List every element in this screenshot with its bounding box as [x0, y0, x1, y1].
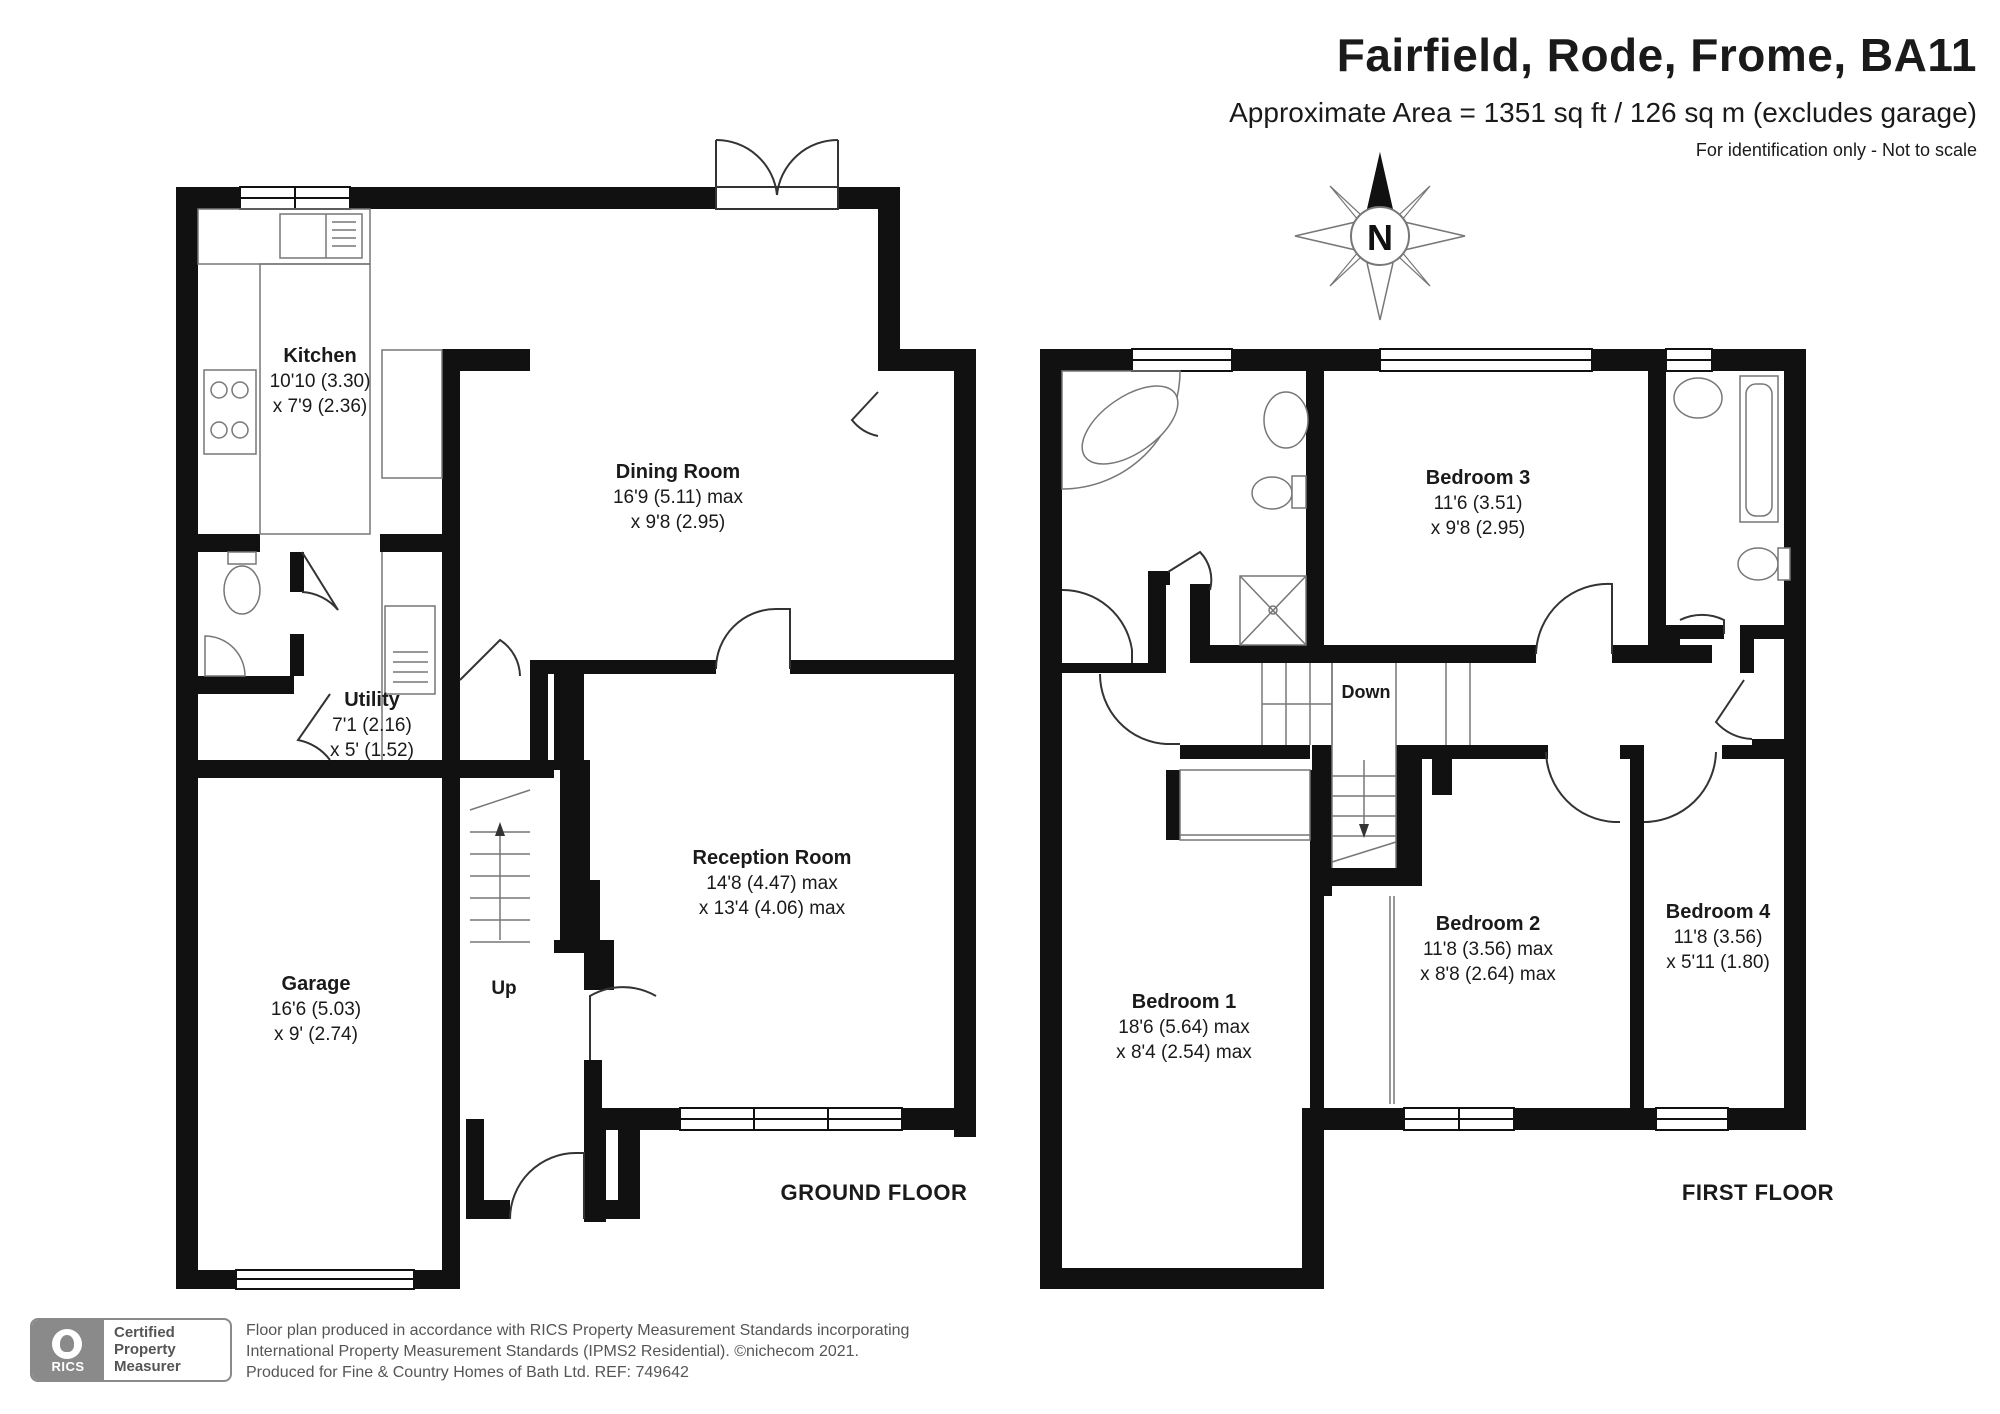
ground-floor-label: GROUND FLOOR	[781, 1180, 968, 1205]
svg-text:10'10 (3.30): 10'10 (3.30)	[270, 371, 371, 392]
label-bedroom-3: Bedroom 3 11'6 (3.51) x 9'8 (2.95)	[1426, 467, 1530, 539]
svg-text:Kitchen: Kitchen	[283, 345, 356, 367]
footer-line-3: Produced for Fine & Country Homes of Bat…	[246, 1364, 689, 1381]
svg-text:x 9'8 (2.95): x 9'8 (2.95)	[1431, 518, 1525, 539]
svg-text:11'8 (3.56): 11'8 (3.56)	[1674, 927, 1763, 948]
svg-text:Garage: Garage	[282, 973, 351, 995]
label-reception-room: Reception Room 14'8 (4.47) max x 13'4 (4…	[693, 847, 852, 919]
badge-line-2: Property	[114, 1341, 176, 1358]
badge-text: Certified Property Measurer	[104, 1320, 181, 1380]
svg-text:11'6 (3.51): 11'6 (3.51)	[1434, 493, 1523, 514]
label-bedroom-4: Bedroom 4 11'8 (3.56) x 5'11 (1.80)	[1666, 901, 1771, 973]
svg-text:x 7'9 (2.36): x 7'9 (2.36)	[273, 396, 367, 417]
first-floor-doors	[1061, 550, 1753, 823]
label-dining-room: Dining Room 16'9 (5.11) max x 9'8 (2.95)	[613, 461, 744, 533]
svg-text:Bedroom 1: Bedroom 1	[1132, 991, 1236, 1013]
svg-text:x 8'8 (2.64) max: x 8'8 (2.64) max	[1420, 964, 1556, 985]
approximate-area: Approximate Area = 1351 sq ft / 126 sq m…	[1229, 97, 1977, 128]
svg-text:14'8 (4.47) max: 14'8 (4.47) max	[706, 873, 838, 894]
french-doors-icon	[715, 138, 839, 210]
footer-line-1: Floor plan produced in accordance with R…	[246, 1322, 910, 1339]
svg-text:x 9'8 (2.95): x 9'8 (2.95)	[631, 512, 725, 533]
label-utility: Utility 7'1 (2.16) x 5' (1.52)	[330, 689, 414, 761]
rics-certified-badge: RICS Certified Property Measurer	[30, 1318, 232, 1382]
svg-text:Bedroom 2: Bedroom 2	[1436, 913, 1540, 935]
label-kitchen: Kitchen 10'10 (3.30) x 7'9 (2.36)	[270, 345, 371, 417]
page-title: Fairfield, Rode, Frome, BA11	[1336, 29, 1977, 81]
svg-text:x 13'4 (4.06) max: x 13'4 (4.06) max	[699, 898, 846, 919]
rics-lion-icon	[52, 1329, 82, 1359]
first-floor-fixtures	[1061, 370, 1791, 1104]
svg-text:Bedroom 3: Bedroom 3	[1426, 467, 1530, 489]
ground-floor-walls	[176, 187, 976, 1289]
label-bedroom-2: Bedroom 2 11'8 (3.56) max x 8'8 (2.64) m…	[1420, 913, 1556, 985]
svg-text:Utility: Utility	[344, 689, 400, 711]
svg-text:x 8'4 (2.54) max: x 8'4 (2.54) max	[1116, 1042, 1252, 1063]
svg-text:7'1 (2.16): 7'1 (2.16)	[332, 715, 412, 736]
svg-text:Bedroom 4: Bedroom 4	[1666, 901, 1771, 923]
svg-text:11'8 (3.56) max: 11'8 (3.56) max	[1423, 939, 1554, 960]
ground-fixtures	[197, 208, 443, 760]
svg-text:16'9 (5.11) max: 16'9 (5.11) max	[613, 487, 744, 508]
svg-text:x 5' (1.52): x 5' (1.52)	[330, 740, 414, 761]
compass-icon: N	[1294, 152, 1466, 321]
first-floor-label: FIRST FLOOR	[1682, 1180, 1834, 1205]
ground-stairs-icon	[469, 789, 531, 943]
compass-label: N	[1367, 217, 1393, 258]
ground-floor-windows	[235, 186, 903, 1290]
svg-text:18'6 (5.64) max: 18'6 (5.64) max	[1118, 1017, 1250, 1038]
svg-text:x 9' (2.74): x 9' (2.74)	[274, 1024, 358, 1045]
footer-line-2: International Property Measurement Stand…	[246, 1343, 859, 1360]
svg-text:Dining Room: Dining Room	[616, 461, 740, 483]
label-bedroom-1: Bedroom 1 18'6 (5.64) max x 8'4 (2.54) m…	[1116, 991, 1252, 1063]
svg-text:x 5'11 (1.80): x 5'11 (1.80)	[1666, 952, 1770, 973]
first-stairs-icon	[1261, 663, 1471, 868]
svg-text:Reception Room: Reception Room	[693, 847, 852, 869]
ground-floor-doors	[296, 391, 879, 1220]
label-garage: Garage 16'6 (5.03) x 9' (2.74)	[271, 973, 361, 1045]
footer-note: Floor plan produced in accordance with R…	[246, 1320, 909, 1383]
label-down: Down	[1342, 682, 1391, 702]
first-floor-walls	[1040, 349, 1806, 1289]
badge-line-3: Measurer	[114, 1358, 181, 1375]
first-floor-windows	[1131, 348, 1729, 1131]
badge-line-1: Certified	[114, 1324, 175, 1341]
rics-logo: RICS	[32, 1320, 104, 1380]
disclaimer: For identification only - Not to scale	[1695, 140, 1977, 160]
label-up: Up	[491, 978, 516, 999]
rics-logo-text: RICS	[51, 1359, 85, 1374]
svg-text:16'6 (5.03): 16'6 (5.03)	[271, 999, 361, 1020]
